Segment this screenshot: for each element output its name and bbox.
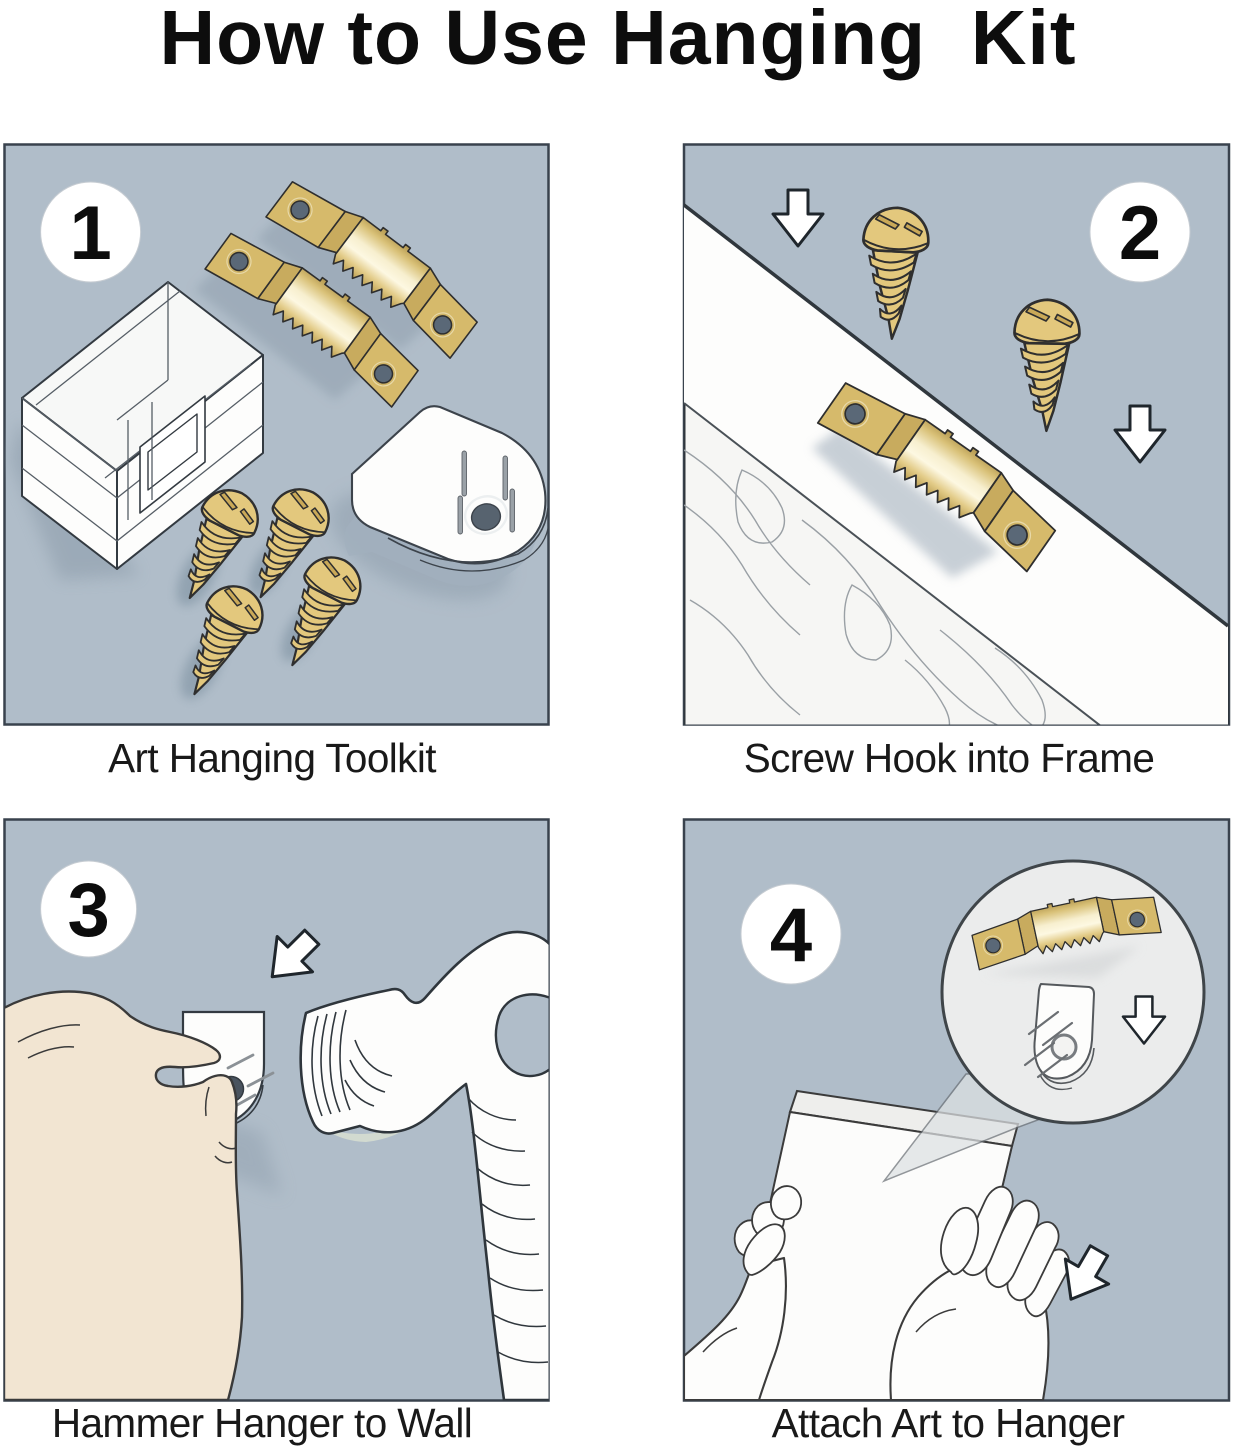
svg-text:Art Hanging Toolkit: Art Hanging Toolkit — [108, 735, 436, 781]
svg-text:Attach Art to Hanger: Attach Art to Hanger — [772, 1400, 1125, 1446]
svg-text:3: 3 — [67, 868, 109, 953]
svg-text:1: 1 — [69, 191, 111, 276]
svg-text:How to Use Hanging Kit: How to Use Hanging Kit — [159, 0, 1076, 81]
svg-text:Screw Hook into Frame: Screw Hook into Frame — [744, 735, 1155, 781]
svg-text:Hammer Hanger to Wall: Hammer Hanger to Wall — [52, 1400, 472, 1446]
svg-text:2: 2 — [1119, 191, 1161, 276]
svg-text:4: 4 — [770, 893, 812, 978]
